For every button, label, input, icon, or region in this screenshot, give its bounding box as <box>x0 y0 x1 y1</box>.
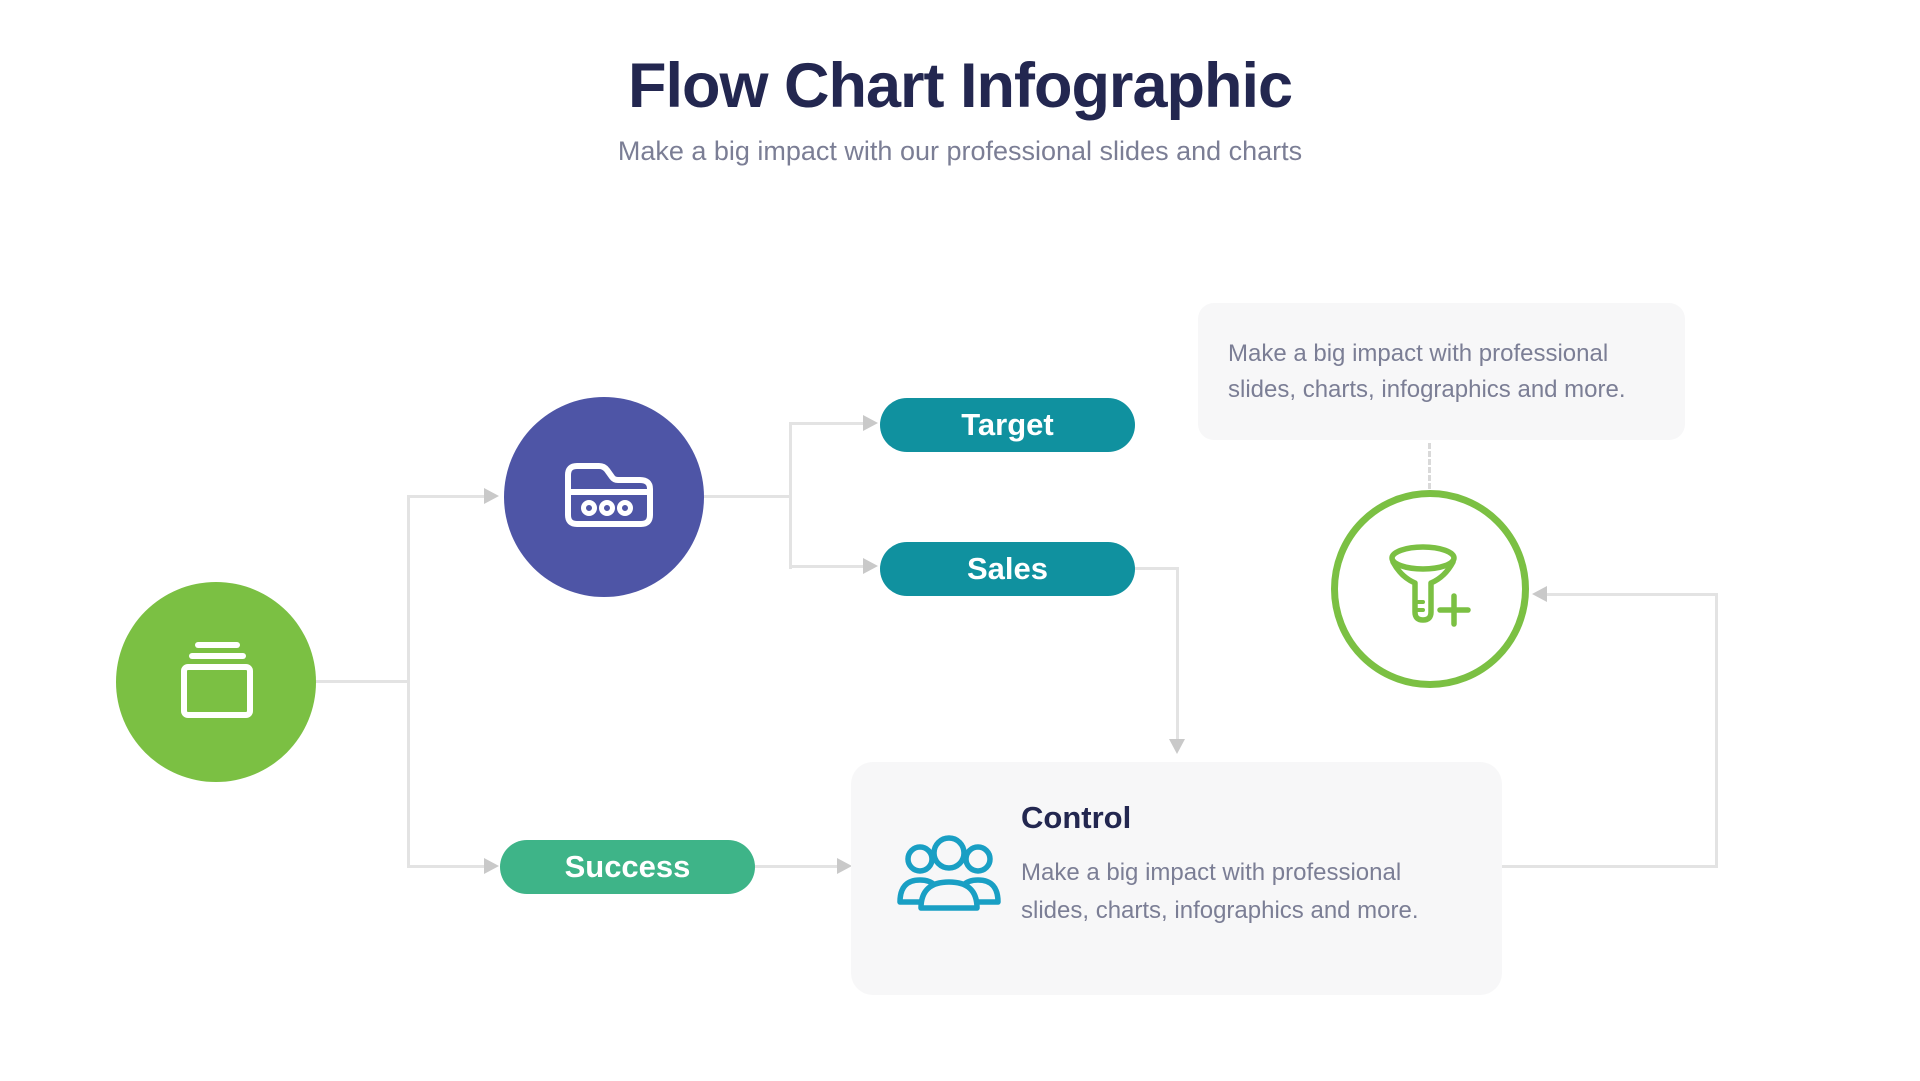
page-title: Flow Chart Infographic <box>628 51 1293 121</box>
target-label: Target <box>961 407 1054 442</box>
connector-branch-to-target <box>789 422 863 425</box>
connector-start-to-branch <box>316 680 408 683</box>
page-subtitle: Make a big impact with our professional … <box>617 136 1303 166</box>
connector-sales-out <box>1135 567 1179 570</box>
arrow-into-target-icon <box>863 415 878 431</box>
control-title: Control <box>1021 800 1132 835</box>
connector-sales-down <box>1176 567 1179 739</box>
header: Flow Chart Infographic Make a big impact… <box>0 50 1920 167</box>
arrow-into-control-top-icon <box>1169 739 1185 754</box>
control-text-line2: slides, charts, infographics and more. <box>1021 897 1419 924</box>
control-text-line1: Make a big impact with professional <box>1021 859 1402 886</box>
info-box: Make a big impact with professional slid… <box>1198 303 1685 440</box>
arrow-into-funnel-icon <box>1532 586 1547 602</box>
connector-loop-vertical <box>1715 593 1718 868</box>
success-pill: Success <box>500 840 755 894</box>
arrow-into-control-left-icon <box>837 858 852 874</box>
slides-stack-icon <box>160 624 272 741</box>
folder-icon <box>544 435 664 560</box>
control-text: Make a big impact with professional slid… <box>1021 854 1419 930</box>
info-box-text-line2: slides, charts, infographics and more. <box>1228 375 1626 403</box>
sales-label: Sales <box>966 551 1048 586</box>
start-node <box>116 582 316 782</box>
success-label: Success <box>564 849 691 884</box>
connector-pill-branch-vertical <box>789 422 792 569</box>
connector-folder-to-branch <box>704 495 792 498</box>
control-box: Control Make a big impact with professio… <box>851 762 1502 995</box>
funnel-plus-icon <box>1374 531 1486 648</box>
team-icon <box>893 828 1005 925</box>
funnel-node <box>1331 490 1529 688</box>
arrow-into-success-icon <box>484 858 499 874</box>
connector-loop-to-funnel <box>1547 593 1717 596</box>
connector-branch-to-success <box>407 865 484 868</box>
connector-control-out <box>1502 865 1718 868</box>
connector-branch-vertical <box>407 495 410 868</box>
target-pill: Target <box>880 398 1135 452</box>
info-box-text-line1: Make a big impact with professional <box>1228 339 1609 367</box>
sales-pill: Sales <box>880 542 1135 596</box>
arrow-into-folder-icon <box>484 488 499 504</box>
connector-success-to-control <box>755 865 837 868</box>
folder-node <box>504 397 704 597</box>
connector-branch-to-sales <box>789 565 863 568</box>
arrow-into-sales-icon <box>863 558 878 574</box>
connector-branch-to-folder <box>407 495 484 498</box>
connector-infobox-dashed <box>1428 443 1431 489</box>
